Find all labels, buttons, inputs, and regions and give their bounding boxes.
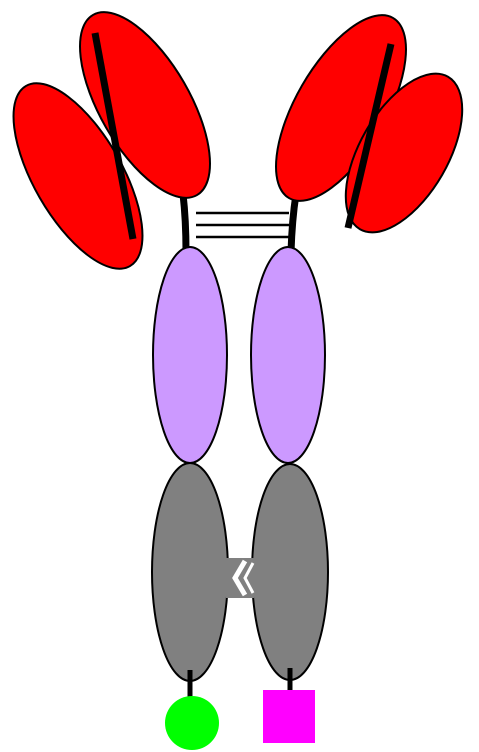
knob-hole-interface <box>226 558 254 598</box>
left-ch3-domain <box>152 463 228 681</box>
right-ch2-domain <box>251 247 325 463</box>
magenta-square-tag <box>263 690 315 743</box>
right-hinge-stem <box>291 194 296 252</box>
right-ch3-domain <box>252 464 328 680</box>
left-hinge-stem <box>183 194 186 252</box>
left-ch2-domain <box>153 247 227 463</box>
green-circle-tag <box>165 696 219 750</box>
